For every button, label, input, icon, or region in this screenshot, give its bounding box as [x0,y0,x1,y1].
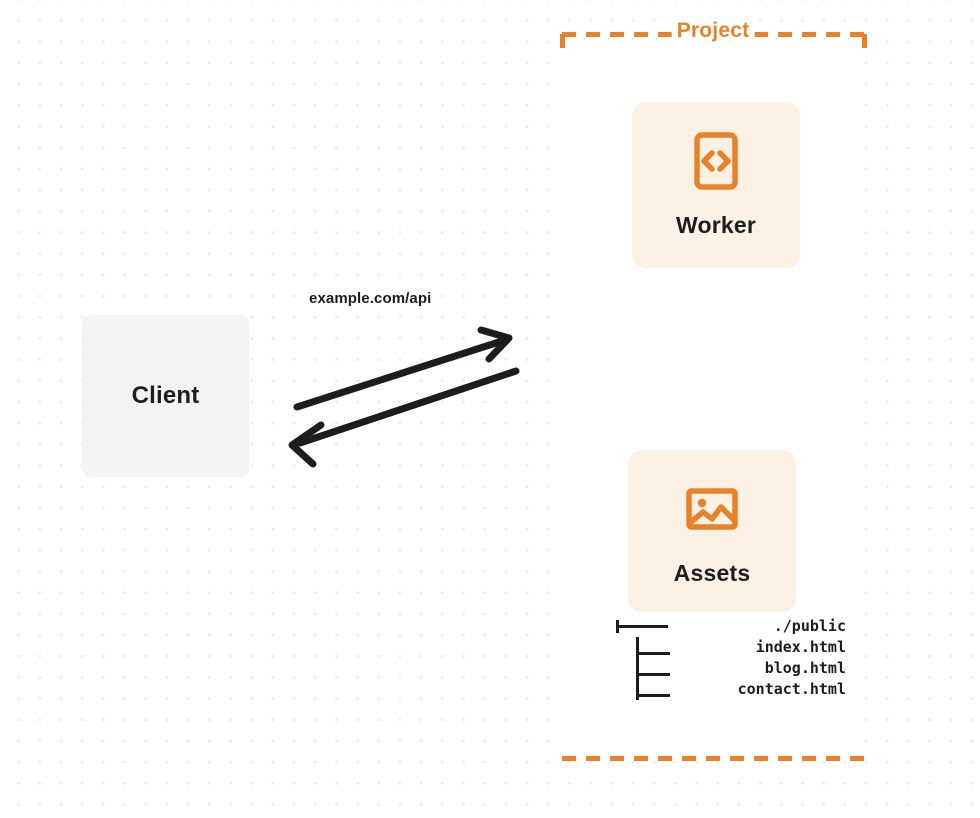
project-title: Project [671,19,755,43]
client-node[interactable]: Client [82,315,249,477]
tree-row: index.html [604,637,848,658]
project-container: Project Worker Assets [560,19,867,761]
assets-label: Assets [673,560,751,586]
project-border-right [862,34,867,758]
image-icon [686,488,738,530]
tree-row: contact.html [604,679,848,700]
response-arrow [288,367,520,468]
project-border-left [560,34,565,758]
request-url-label: example.com/api [309,290,432,307]
tree-branch-pipe-icon [604,679,680,700]
tree-item-name: contact.html [737,680,846,698]
asset-file-tree: ./public index.html blog.html [604,616,848,700]
client-label: Client [131,382,200,409]
tree-item-name: ./public [773,617,846,635]
project-border-bottom [562,756,864,761]
tree-item-name: index.html [755,638,846,656]
request-arrow [293,326,513,411]
tree-row: ./public [604,616,848,637]
code-brackets-icon [694,132,738,190]
tree-branch-pipe-icon [604,637,680,658]
tree-branch-tee-icon [604,616,680,637]
tree-row: blog.html [604,658,848,679]
worker-card[interactable]: Worker [632,102,800,268]
worker-label: Worker [675,212,757,238]
assets-card[interactable]: Assets [628,450,796,612]
tree-item-name: blog.html [764,659,846,677]
tree-branch-pipe-icon [604,658,680,679]
